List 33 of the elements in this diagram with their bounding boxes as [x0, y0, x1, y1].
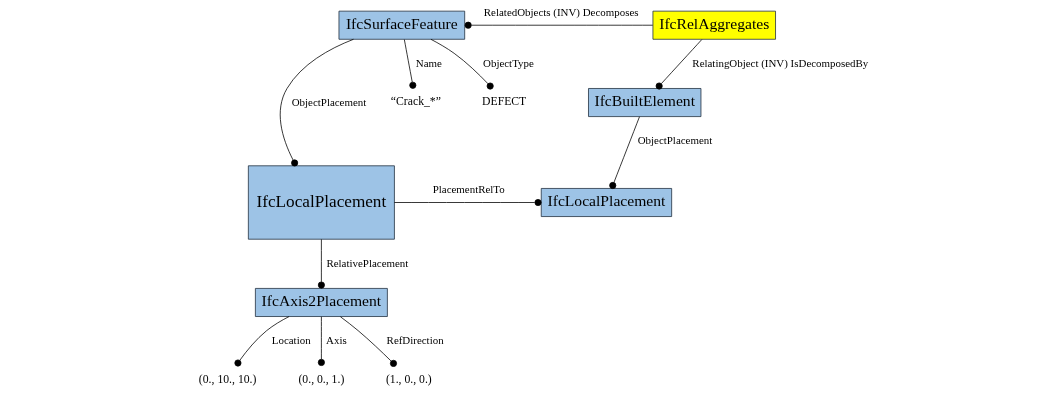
connector [393, 199, 542, 206]
node-text: (1., 0., 0.) [385, 372, 432, 386]
node-box: IfcBuiltElement [587, 88, 701, 117]
connector [403, 39, 416, 89]
node-box: IfcLocalPlacement [540, 188, 672, 217]
edge-label: Location [271, 334, 311, 347]
connector [608, 116, 640, 189]
node-box: IfcRelAggregates [652, 10, 776, 40]
connector [339, 316, 397, 367]
connector [317, 238, 325, 289]
connector [279, 38, 354, 167]
node-box: IfcAxis2Placement [254, 288, 388, 317]
edge-label: ObjectPlacement [637, 134, 712, 147]
edge-label: RelatingObject (INV) IsDecomposedBy [691, 57, 868, 70]
edge-label: ObjectPlacement [291, 95, 366, 108]
node-box: IfcSurfaceFeature [338, 10, 465, 40]
edge-label: PlacementRelTo [432, 182, 505, 195]
edge-label: ObjectType [482, 57, 534, 70]
node-text: “Crack_*” [390, 95, 441, 109]
connector [233, 316, 289, 367]
connector [317, 316, 325, 366]
connector [430, 38, 494, 90]
edge-label: RelativePlacement [325, 257, 408, 270]
node-box: IfcLocalPlacement [247, 165, 395, 240]
edge-label: RefDirection [386, 334, 444, 347]
node-text: DEFECT [481, 95, 526, 109]
node-text: (0., 10., 10.) [198, 372, 256, 386]
connector [655, 39, 702, 90]
edge-label: Axis [325, 334, 347, 347]
edge-label: Name [415, 57, 442, 70]
edge-label: RelatedObjects (INV) Decomposes [483, 5, 639, 18]
connector [464, 21, 653, 29]
node-text: (0., 0., 1.) [297, 372, 344, 386]
